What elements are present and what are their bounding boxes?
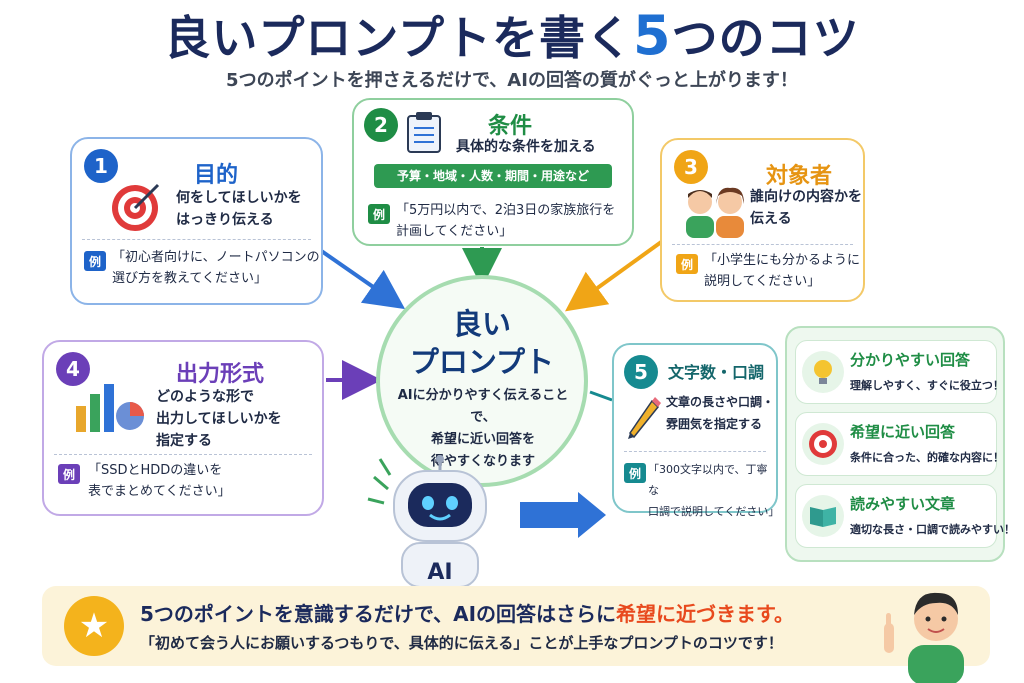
example-line: 「初心者向けに、ノートパソコンの	[112, 250, 320, 265]
title-text: 良いプロンプトを書く	[164, 11, 634, 65]
tip-description: 誰向けの内容かを 伝える	[750, 186, 862, 230]
desc-line: 具体的な条件を加える	[456, 139, 596, 155]
desc-line: 何をしてほしいかを	[176, 190, 302, 206]
title-number: 5	[633, 4, 672, 67]
divider	[672, 244, 853, 245]
spark-line	[367, 497, 385, 505]
desc-line: はっきり伝える	[176, 212, 274, 228]
benefits-panel: 分かりやすい回答 理解しやすく、すぐに役立つ！ 希望に近い回答 条件に合った、的…	[785, 326, 1015, 562]
benefit-title: 分かりやすい回答	[850, 351, 971, 369]
divider	[82, 239, 311, 240]
benefit-item: 分かりやすい回答 理解しやすく、すぐに役立つ！	[795, 340, 1004, 404]
tip-description: 何をしてほしいかを はっきり伝える	[176, 187, 302, 231]
tip-title: 目的	[194, 163, 239, 188]
desc-line: 文章の長さや口調・	[666, 395, 775, 409]
page-title: 良いプロンプトを書く5つのコツ	[0, 2, 1024, 68]
benefit-desc: 理解しやすく、すぐに役立つ！	[850, 379, 1004, 392]
example-text: 「300文字以内で、丁寧な 口調で説明してください」	[648, 459, 780, 522]
example-text: 「小学生にも分かるように 説明してください」	[704, 250, 860, 292]
tip-card-conditions: 2 条件 具体的な条件を加える 予算・地域・人数・期間・用途など 例 「5万円以…	[352, 98, 634, 246]
people-icon	[686, 187, 744, 238]
banner-headline: 5つのポイントを意識するだけで、AIの回答はさらに希望に近づきます。	[140, 598, 794, 627]
tip-card-audience: 3 対象者 誰向けの内容かを 伝える 例 「小学生にも分かるように 説明してくだ…	[660, 138, 865, 302]
target-icon	[802, 423, 844, 465]
tip-description: 文章の長さや口調・ 雰囲気を指定する	[666, 391, 774, 435]
robot-label: AI	[427, 560, 452, 585]
example-line: 「SSDとHDDの違いを	[88, 463, 223, 478]
title-text-end: つのコツ	[671, 11, 860, 65]
center-desc-line: 希望に近い回答を	[430, 432, 535, 447]
tip-number: 4	[56, 352, 90, 386]
summary-banner: ★ 5つのポイントを意識するだけで、AIの回答はさらに希望に近づきます。 「初め…	[42, 586, 990, 666]
center-title-line: 良い	[452, 307, 511, 341]
banner-highlight: 希望に近づきます。	[616, 602, 795, 626]
person-pointing-illustration	[884, 592, 964, 683]
example-badge: 例	[84, 251, 106, 271]
tip-number: 3	[674, 150, 708, 184]
banner-headline-text: 5つのポイントを意識するだけで、AIの回答はさらに	[140, 602, 617, 626]
benefit-item: 読みやすい文章 適切な長さ・口調で読みやすい！	[795, 484, 1015, 548]
robot-illustration: AI	[367, 455, 487, 588]
tip-description: 具体的な条件を加える	[456, 136, 596, 158]
page-subtitle: 5つのポイントを押さえるだけで、AIの回答の質がぐっと上がります！	[226, 70, 798, 91]
example-text: 「5万円以内で、2泊3日の家族旅行を 計画してください」	[396, 200, 615, 242]
example-text: 「初心者向けに、ノートパソコンの 選び方を教えてください」	[112, 247, 320, 289]
example-line: 説明してください」	[704, 274, 821, 289]
benefit-title: 希望に近い回答	[850, 423, 956, 441]
benefit-title: 読みやすい文章	[850, 495, 956, 513]
tip-title: 条件	[488, 114, 533, 139]
benefit-desc: 条件に合った、的確な内容に！	[850, 451, 1004, 464]
center-title: 良い プロンプト	[380, 305, 584, 381]
center-description: AIに分かりやすく伝えることで、 希望に近い回答を 得やすくなります	[388, 385, 578, 473]
example-line: 「小学生にも分かるように	[704, 253, 861, 268]
center-title-line: プロンプト	[409, 345, 555, 379]
desc-line: 雰囲気を指定する	[666, 417, 763, 431]
tip-title: 出力形式	[176, 362, 265, 387]
tip-number: 2	[364, 108, 398, 142]
tip-card-purpose: 1 目的 何をしてほしいかを はっきり伝える 例 「初心者向けに、ノートパソコン…	[70, 137, 323, 305]
lightbulb-icon	[802, 351, 844, 393]
tip-card-length-tone: 5 文字数・口調 文章の長さや口調・ 雰囲気を指定する 例 「300文字以内で、…	[612, 343, 779, 518]
example-badge: 例	[58, 464, 80, 484]
tip-description: どのような形で 出力してほしいかを 指定する	[156, 386, 282, 452]
desc-line: 出力してほしいかを	[156, 411, 282, 427]
example-line: 「300文字以内で、丁寧な	[648, 463, 768, 497]
tip-number: 1	[84, 149, 118, 183]
target-icon	[112, 183, 160, 231]
example-badge: 例	[368, 204, 390, 224]
example-line: 計画してください」	[396, 224, 513, 239]
example-line: 選び方を教えてください」	[112, 271, 267, 286]
tip-title: 文字数・口調	[668, 363, 765, 382]
example-text: 「SSDとHDDの違いを 表でまとめてください」	[88, 460, 231, 502]
tip-title: 対象者	[766, 164, 833, 189]
clipboard-icon	[407, 112, 441, 153]
book-icon	[802, 495, 844, 537]
tip-number: 5	[624, 355, 658, 389]
desc-line: 誰向けの内容かを	[750, 189, 862, 205]
star-icon: ★	[64, 596, 124, 656]
example-line: 「5万円以内で、2泊3日の家族旅行を	[396, 203, 616, 218]
desc-line: 伝える	[750, 211, 792, 227]
benefit-item: 希望に近い回答 条件に合った、的確な内容に！	[795, 412, 1004, 476]
pencil-icon	[628, 397, 661, 439]
spark-line	[378, 458, 392, 476]
divider	[54, 454, 312, 455]
desc-line: 指定する	[156, 433, 212, 449]
example-badge: 例	[624, 463, 646, 483]
divider	[624, 451, 766, 452]
desc-line: どのような形で	[156, 389, 254, 405]
benefit-desc: 適切な長さ・口調で読みやすい！	[850, 523, 1015, 536]
banner-tip: 「初めて会う人にお願いするつもりで、具体的に伝える」ことが上手なプロンプトのコツ…	[140, 634, 783, 652]
spark-line	[373, 475, 389, 491]
center-desc-line: 得やすくなります	[430, 454, 535, 469]
example-badge: 例	[676, 254, 698, 274]
chart-icon	[76, 384, 144, 432]
center-desc-line: AIに分かりやすく伝えることで、	[397, 388, 569, 425]
center-good-prompt: 良い プロンプト AIに分かりやすく伝えることで、 希望に近い回答を 得やすくな…	[376, 275, 588, 487]
example-line: 表でまとめてください」	[88, 484, 231, 499]
conditions-tag: 予算・地域・人数・期間・用途など	[374, 164, 612, 188]
example-line: 口調で説明してください」	[648, 505, 780, 518]
tip-card-output-format: 4 出力形式 どのような形で 出力してほしいかを 指定する 例 「SSDとHDD…	[42, 340, 324, 516]
